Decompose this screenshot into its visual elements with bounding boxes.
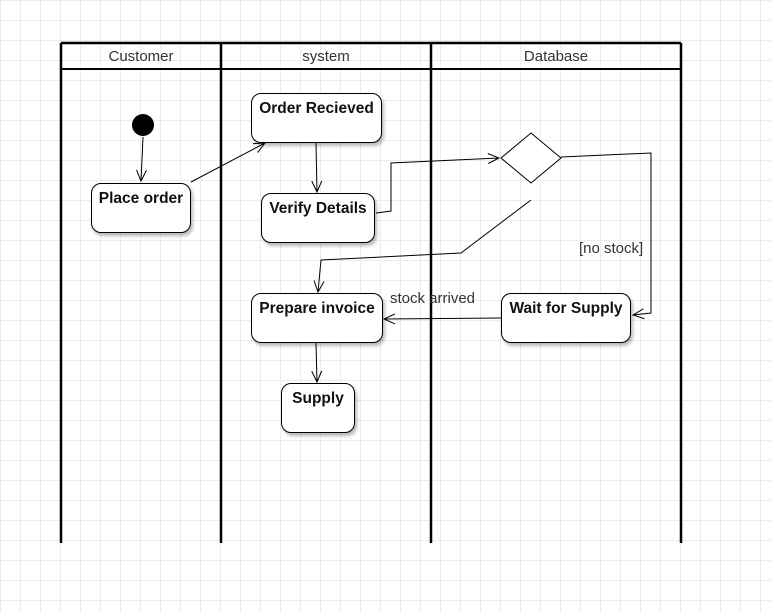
order-received-node[interactable]: Order Recieved — [251, 93, 382, 143]
lane-header-customer: Customer — [108, 48, 174, 65]
prepare-invoice-node[interactable]: Prepare invoice — [251, 293, 383, 343]
edge-order-received-to-verify — [311, 142, 323, 194]
place-order-node[interactable]: Place order — [91, 183, 191, 233]
supply-node[interactable]: Supply — [281, 383, 355, 433]
edge-prepare-invoice-to-supply — [311, 342, 323, 384]
edge-wait-supply-to-prepare-invoice — [382, 313, 502, 325]
edge-label-no-stock: [no stock] — [579, 240, 644, 257]
lane-header-system: system — [302, 48, 350, 65]
lane-header-database: Database — [523, 48, 589, 65]
wait-for-supply-node[interactable]: Wait for Supply — [501, 293, 631, 343]
swimlane-frame — [59, 41, 683, 543]
edge-start-to-place-order — [136, 136, 147, 183]
initial-node — [132, 114, 154, 136]
edge-label-stock-arrived: stock arrived — [390, 290, 476, 307]
edge-decision-to-prepare-invoice — [313, 199, 532, 294]
edge-place-order-to-order-received — [190, 142, 267, 183]
decision-node — [500, 132, 562, 184]
verify-details-node[interactable]: Verify Details — [261, 193, 375, 243]
edge-decision-to-wait-supply — [560, 152, 652, 320]
edge-verify-to-decision — [375, 153, 501, 214]
